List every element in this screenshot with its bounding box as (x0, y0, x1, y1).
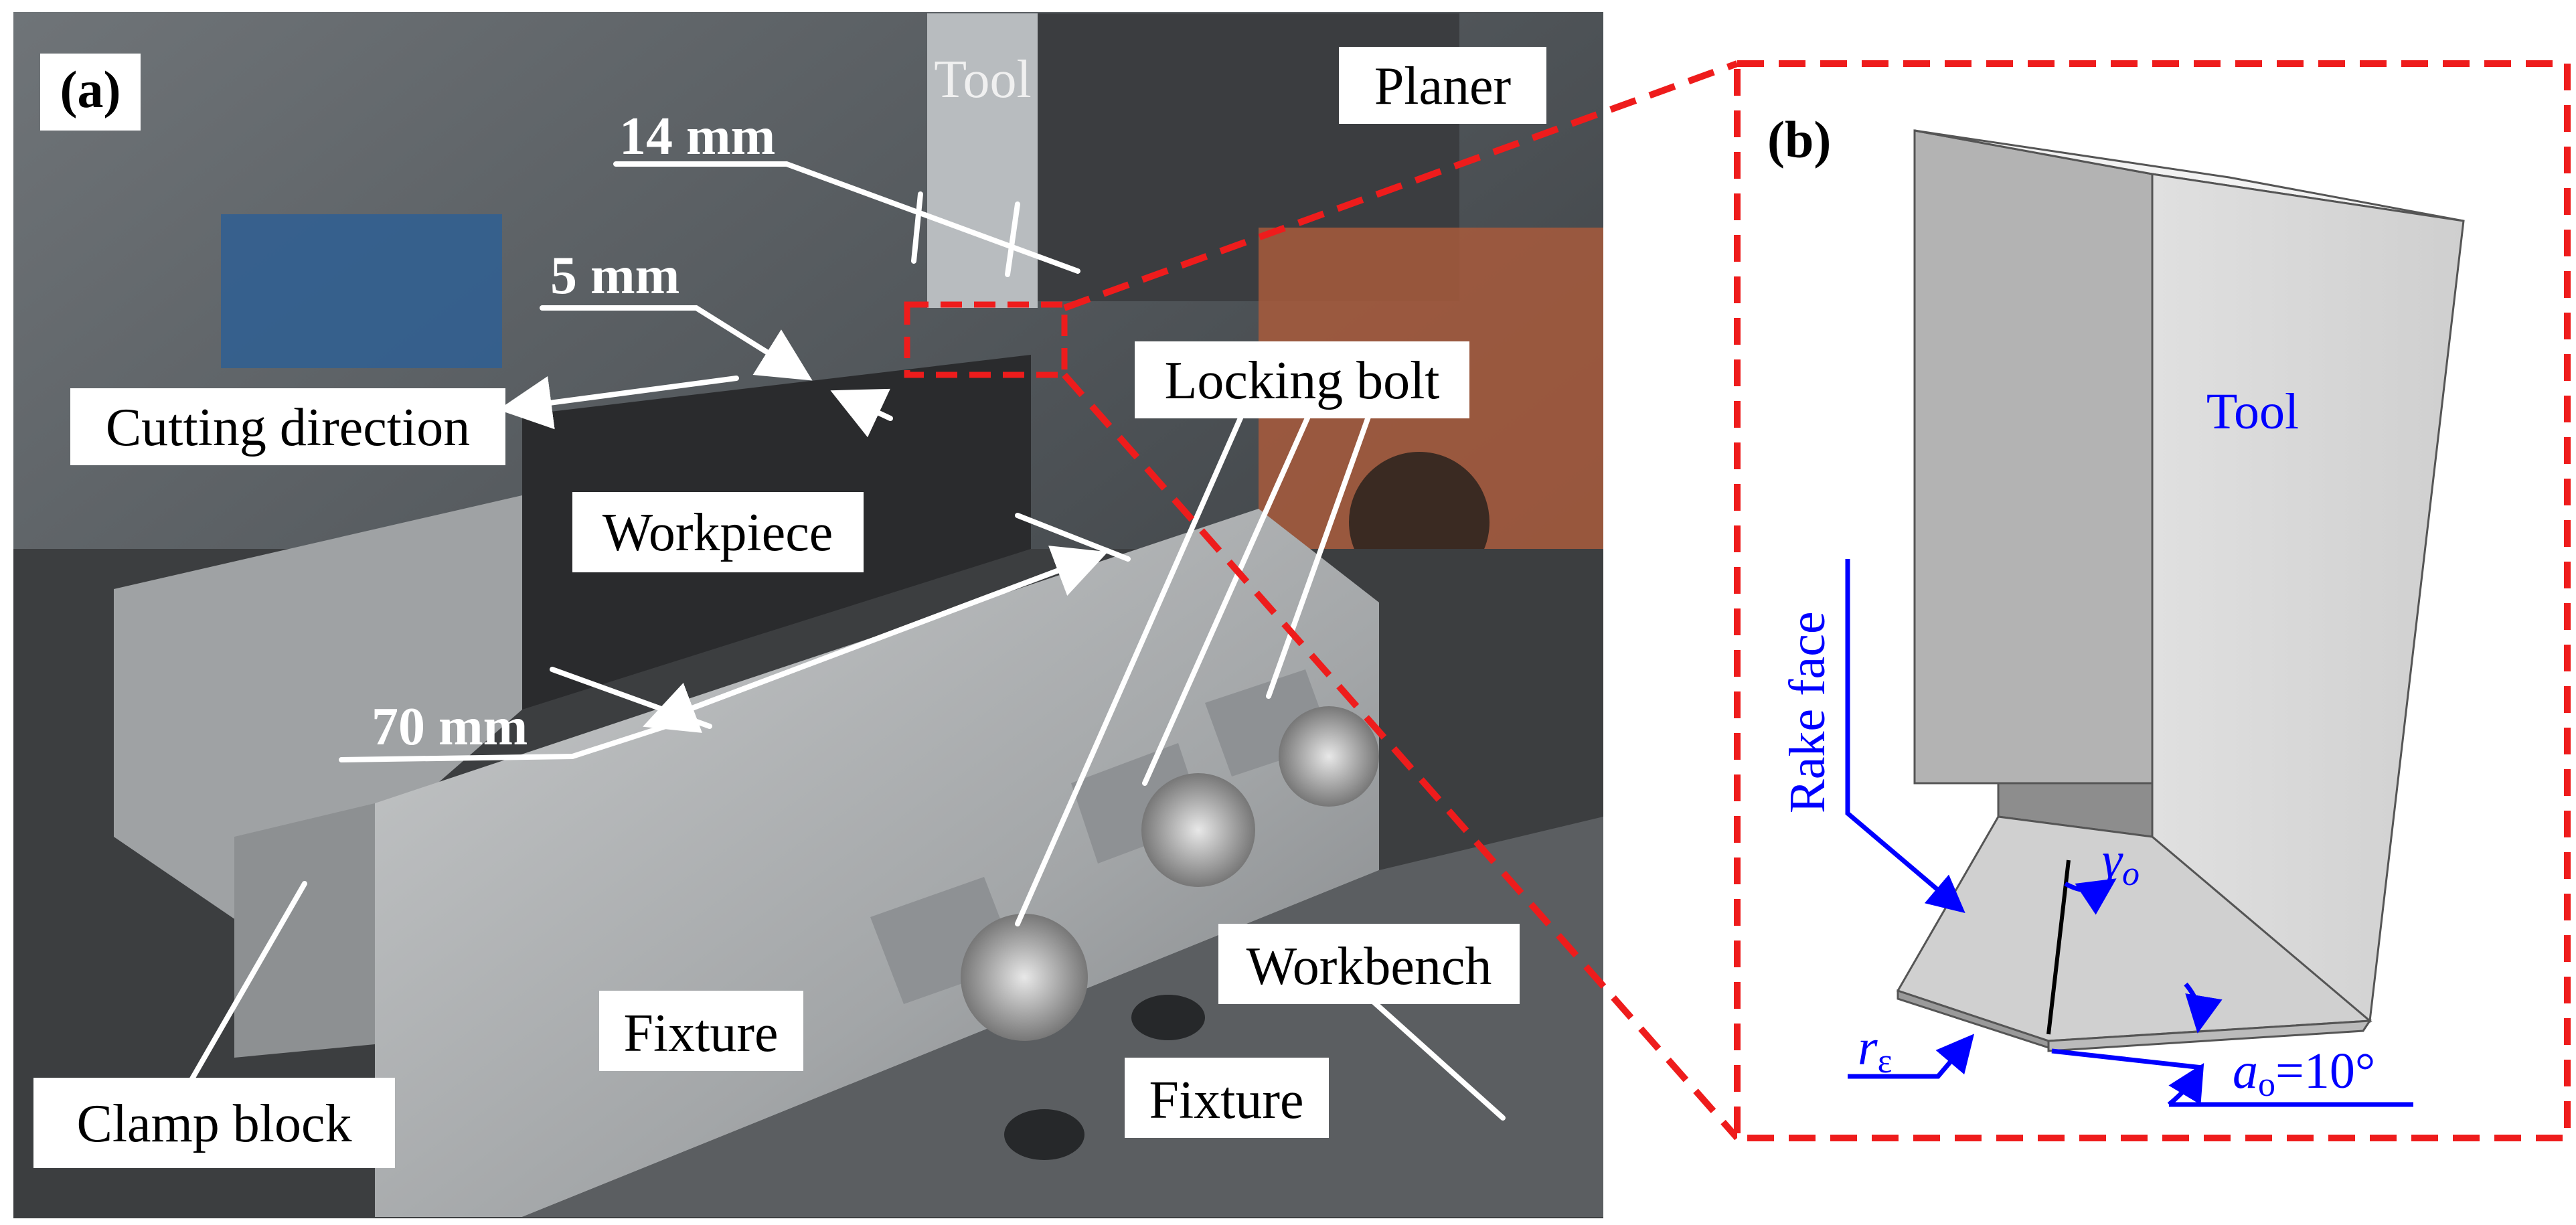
alpha-arc-bottom (2167, 1062, 2204, 1107)
svg-text:Workpiece: Workpiece (602, 503, 833, 562)
drawing-panel: (b) Tool Rake face γo rε (1734, 60, 2571, 1141)
dim-14-label: 14 mm (619, 107, 775, 166)
clamp-block-shape (114, 495, 522, 937)
r-epsilon-pointer (1848, 1034, 1975, 1079)
tag-b: (b) (1767, 110, 1831, 169)
workbench-label: Workbench (1218, 924, 1520, 1004)
locking-bolt-leaders (1015, 412, 1372, 926)
zoom-connector-top (1063, 60, 1739, 311)
locking-bolt-1 (870, 877, 1088, 1041)
zoom-connector-bottom (1062, 372, 1740, 1141)
tool-label: Tool (934, 50, 1032, 109)
fixture-label-1: Fixture (599, 991, 803, 1071)
fixture-label-2: Fixture (1125, 1058, 1329, 1138)
tag-a: (a) (40, 54, 141, 131)
fixture-hole-1 (1004, 1109, 1084, 1160)
alpha-arc-top (2184, 982, 2223, 1034)
planer-label: Planer (1339, 47, 1546, 124)
svg-text:Planer: Planer (1374, 57, 1511, 116)
workpiece-label: Workpiece (572, 492, 864, 572)
dim-5-lines (540, 305, 893, 438)
svg-text:Fixture: Fixture (1149, 1071, 1303, 1130)
locking-bolt-2 (1071, 743, 1255, 887)
locking-bolt-label: Locking bolt (1135, 341, 1469, 418)
gamma-label: γo (2102, 832, 2140, 893)
tool-body (1896, 129, 2465, 1052)
fixture-hole-2 (1131, 995, 1205, 1040)
svg-text:Clamp block: Clamp block (76, 1094, 351, 1153)
dim-14-lines (613, 161, 1080, 277)
locking-bolt-3 (1205, 669, 1379, 807)
workbench-leader (1370, 998, 1506, 1121)
svg-text:Fixture: Fixture (623, 1004, 778, 1063)
rake-face-pointer (1845, 559, 1965, 914)
tool-drawing-label: Tool (2206, 384, 2299, 440)
dim-70-label: 70 mm (372, 698, 528, 756)
rake-face-label: Rake face (1779, 611, 1836, 813)
dim-5-label: 5 mm (550, 246, 679, 305)
svg-text:Cutting direction: Cutting direction (106, 398, 470, 457)
photo-panel: (a) Tool Planer 14 mm 5 mm Cutting direc… (13, 12, 1603, 1218)
svg-text:Workbench: Workbench (1246, 937, 1492, 996)
alpha-label: ao=10° (2233, 1043, 2375, 1104)
gamma-arc (2064, 878, 2117, 915)
svg-text:(a): (a) (60, 60, 121, 118)
tool-shank (927, 13, 1038, 308)
cutting-edge-line (2046, 860, 2071, 1035)
clamp-block-label: Clamp block (33, 1078, 395, 1168)
r-epsilon-label: rε (1858, 1019, 1892, 1080)
machine-blue (221, 214, 502, 368)
clamp-front (234, 803, 375, 1058)
svg-text:Locking bolt: Locking bolt (1164, 351, 1439, 410)
cutting-direction-arrow (498, 376, 739, 430)
cutting-direction-label: Cutting direction (70, 388, 505, 465)
zoom-region (904, 301, 1068, 378)
clamp-block-leader (188, 881, 307, 1084)
dim-70-lines (339, 513, 1131, 762)
